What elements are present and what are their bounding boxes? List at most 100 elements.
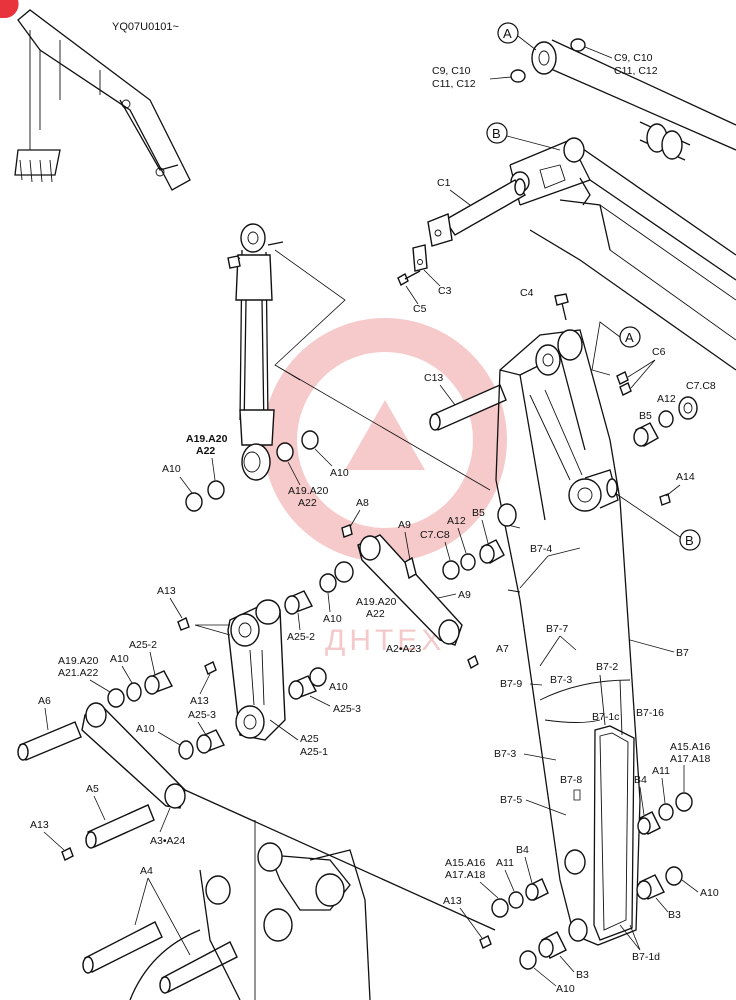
label-a25: A25	[300, 733, 319, 745]
label-c11-c12-left: C11, C12	[432, 78, 476, 90]
label-c9-c10-right: C9, C10	[614, 52, 653, 64]
label-b7-5: B7-5	[500, 794, 522, 806]
label-a21a22-rod: A21.A22	[58, 667, 98, 679]
label-a13-br: A13	[443, 895, 462, 907]
label-c9-c10-left: C9, C10	[432, 65, 471, 77]
watermark-logo	[263, 318, 507, 562]
label-a22-link: A22	[366, 608, 385, 620]
svg-text:B: B	[685, 533, 694, 548]
label-a17a18-right: A17.A18	[670, 753, 710, 765]
label-a10-bottom: A10	[556, 983, 575, 995]
label-c11-c12-right: C11, C12	[614, 65, 658, 77]
link-a2	[357, 534, 463, 646]
washer-a10-rod-right	[309, 667, 327, 687]
label-a3a24: A3•A24	[150, 835, 185, 847]
label-a10-lower: A10	[136, 723, 155, 735]
shim-a12-mid	[460, 553, 476, 571]
washer-c7c8-right	[678, 396, 698, 420]
label-a22-left: A22	[196, 445, 215, 457]
svg-text:A: A	[503, 26, 512, 41]
pin-a5	[85, 804, 155, 849]
svg-text:A: A	[625, 330, 634, 345]
label-b5-right: B5	[639, 410, 652, 422]
label-a9-link: A9	[458, 589, 471, 601]
bushing-a25-2-top	[284, 590, 313, 615]
label-a19a20-left: A19.A20	[186, 433, 228, 445]
washer-a10-lower	[178, 740, 194, 760]
washer-a10-rod	[126, 682, 142, 702]
label-c1: C1	[437, 177, 451, 189]
label-a14: A14	[676, 471, 695, 483]
pin-c13	[429, 384, 507, 431]
label-b4-right: B4	[634, 774, 647, 786]
washer-a10-bottom	[519, 950, 537, 970]
link-a3	[81, 702, 186, 809]
label-a19a20-mid: A19.A20	[288, 485, 328, 497]
label-a9-top: A9	[398, 519, 411, 531]
plate-c3	[412, 244, 428, 272]
excavator-thumbnail	[14, 9, 191, 191]
rod-a25	[227, 599, 286, 741]
label-b7-3-top: B7-3	[550, 674, 572, 686]
label-a5: A5	[86, 783, 99, 795]
bushing-b3-right	[636, 874, 665, 900]
label-c6: C6	[652, 346, 666, 358]
shim-a19-rod	[107, 688, 125, 708]
label-b3-bottom: B3	[576, 969, 589, 981]
label-a15a16-left: A15.A16	[445, 857, 485, 869]
label-a15a16-right: A15.A16	[670, 741, 710, 753]
label-a25-3-right: A25-3	[333, 703, 361, 715]
label-a10-rod: A10	[110, 653, 129, 665]
label-b7-3-side: B7-3	[494, 748, 516, 760]
label-a25-2-top: A25-2	[129, 639, 157, 651]
label-a6: A6	[38, 695, 51, 707]
label-a25-1: A25-1	[300, 746, 328, 758]
label-a17a18-left: A17.A18	[445, 869, 485, 881]
label-c4: C4	[520, 287, 534, 299]
watermark-text: ДНТЕХ	[325, 624, 445, 657]
label-a10-left: A10	[162, 463, 181, 475]
bushing-b4-right	[637, 811, 661, 835]
label-a4: A4	[140, 865, 153, 877]
svg-text:B: B	[492, 126, 501, 141]
arm-b7	[495, 329, 641, 946]
washer-a10-mid	[301, 430, 319, 450]
label-b7-4: B7-4	[530, 543, 552, 555]
grease-fitting-a13-top	[177, 617, 190, 631]
shim-a19-left	[207, 480, 225, 500]
grease-fitting-a14	[659, 493, 671, 506]
label-a2a23: A2•A23	[386, 643, 421, 655]
callout-b-top: B	[486, 122, 561, 151]
label-a10-link: A10	[323, 613, 342, 625]
bushing-b5-right	[633, 422, 659, 447]
label-b7-7: B7-7	[546, 623, 568, 635]
label-a10-rod-right: A10	[329, 681, 348, 693]
label-b4-left: B4	[516, 844, 529, 856]
label-a13-mid: A13	[190, 695, 209, 707]
bushing-a25-2-left	[144, 670, 173, 695]
shim-a12-right	[658, 410, 674, 428]
label-b5-mid: B5	[472, 507, 485, 519]
washer-c7c8-mid	[442, 560, 460, 580]
label-c7c8-right: C7.C8	[686, 380, 716, 392]
label-b7-2: B7-2	[596, 661, 618, 673]
label-a19a20-link: A19.A20	[356, 596, 396, 608]
label-a11-right: A11	[652, 765, 670, 777]
shim-a15-left	[491, 898, 509, 918]
pin-a6	[17, 721, 82, 761]
bushing-b3-bottom	[538, 931, 567, 959]
label-a13-bottom: A13	[30, 819, 49, 831]
pin-c1	[427, 178, 526, 247]
grease-fitting-a13-br	[479, 935, 492, 949]
label-b7-1c: B7-1c	[592, 711, 619, 723]
label-b7-16: B7-16	[636, 707, 664, 719]
label-a10-mid: A10	[330, 467, 349, 479]
label-b3-right: B3	[668, 909, 681, 921]
grease-fitting-a8	[341, 524, 353, 538]
label-b7-1d: B7-1d	[632, 951, 660, 963]
shim-a19-mid	[276, 442, 294, 462]
washer-a11-right	[658, 803, 674, 821]
washer-a11-left	[508, 891, 524, 909]
grease-fitting-a13-bottom	[61, 847, 74, 861]
